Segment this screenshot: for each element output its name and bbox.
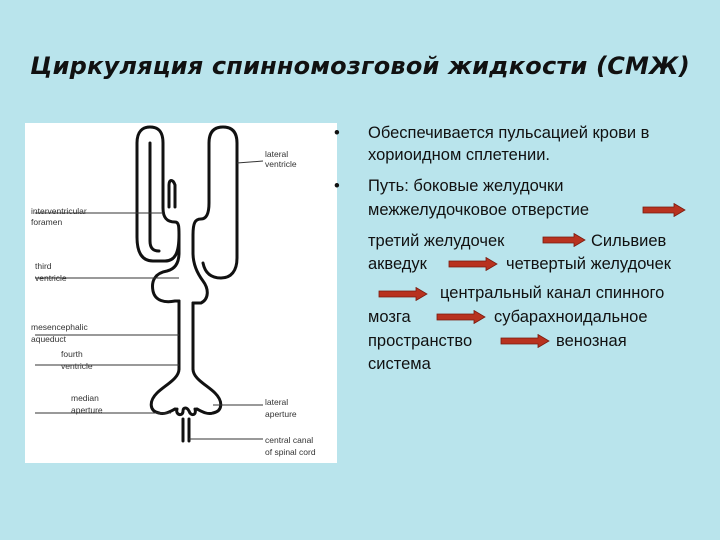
right-lateral-ventricle: [191, 125, 239, 280]
label-median-aperture-1: median: [71, 393, 99, 403]
label-aqueduct-1: mesencephalic: [31, 322, 88, 332]
ventricle-drawing: lateral ventricle interventricular foram…: [31, 125, 316, 457]
aqueduct: [177, 353, 195, 371]
central-canal: [181, 417, 191, 443]
bullet2-line1: Путь: боковые желудочки: [368, 177, 564, 195]
bullet2-text-foramen: межжелудочковое отверстие: [368, 201, 590, 219]
label-lateral-ventricle-2: ventricle: [265, 159, 297, 169]
arrow-icon: [500, 334, 550, 348]
bullet-marker-1: •: [334, 124, 340, 142]
label-interventricular-2: foramen: [31, 217, 62, 227]
arrow-icon: [448, 257, 498, 271]
label-lateral-aperture-2: aperture: [265, 409, 297, 419]
label-central-canal-2: of spinal cord: [265, 447, 316, 457]
bullet2-text-subarachnoid: субарахноидальное: [494, 308, 648, 326]
label-fourth-ventricle-1: fourth: [61, 349, 83, 359]
bullet2-text-fourth-ventricle: четвертый желудочек: [506, 255, 671, 273]
label-fourth-ventricle-2: ventricle: [61, 361, 93, 371]
bullet1-line2: хориоидном сплетении.: [368, 146, 550, 164]
bullet2-text-cord: мозга: [368, 308, 411, 326]
label-lateral-aperture-1: lateral: [265, 397, 288, 407]
bullet1-line1: Обеспечивается пульсацией крови в: [368, 124, 650, 142]
arrow-icon: [642, 203, 686, 217]
fourth-ventricle: [149, 367, 223, 415]
label-median-aperture-2: aperture: [71, 405, 103, 415]
bullet2-text-third-ventricle: третий желудочек: [368, 232, 505, 250]
label-third-ventricle-2: ventricle: [35, 273, 67, 283]
bullet2-text-venous: венозная: [556, 332, 627, 350]
arrow-icon: [378, 287, 428, 301]
left-lateral-ventricle: [135, 125, 181, 263]
csf-ventricle-diagram: lateral ventricle interventricular foram…: [25, 123, 337, 463]
bullet2-text-sylvian: Сильвиев: [591, 232, 667, 250]
label-lateral-ventricle-1: lateral: [265, 149, 288, 159]
label-central-canal-1: central canal: [265, 435, 313, 445]
bullet2-text-system: система: [368, 355, 431, 373]
label-interventricular-1: interventricular: [31, 206, 87, 216]
label-third-ventricle-1: third: [35, 261, 52, 271]
bullet2-text-aqueduct: акведук: [368, 255, 427, 273]
label-aqueduct-2: aqueduct: [31, 334, 67, 344]
bullet2-text-central-canal: центральный канал спинного: [440, 284, 665, 302]
arrow-icon: [436, 310, 486, 324]
arrow-icon: [542, 233, 586, 247]
bullet2-text-space: пространство: [368, 332, 473, 350]
third-ventricle: [177, 299, 195, 357]
bullet-marker-2: •: [334, 177, 340, 195]
slide-title: Циркуляция спинномозговой жидкости (СМЖ): [30, 52, 690, 80]
